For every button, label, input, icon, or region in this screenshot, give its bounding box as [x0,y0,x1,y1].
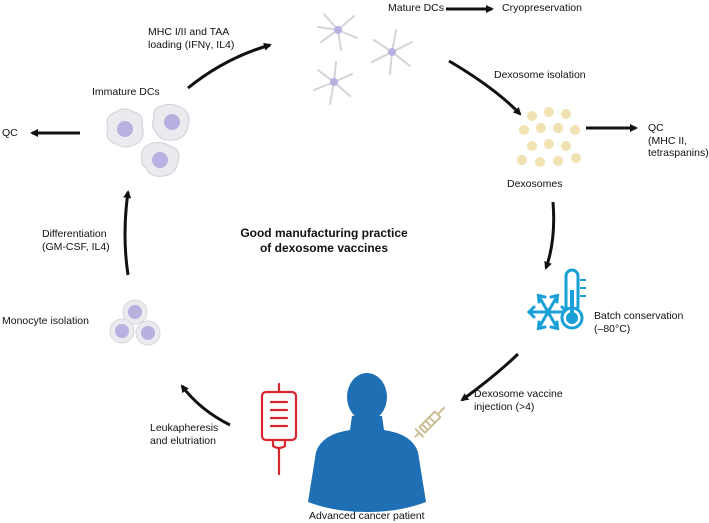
label-monocyte-isolation: Monocyte isolation [2,315,89,327]
label-leukapheresis: Leukapheresis and elutriation [150,422,218,447]
dexosome-particles-icon [517,107,581,167]
immature-dc-icon [106,103,190,177]
label-differentiation: Differentiation (GM-CSF, IL4) [42,228,110,253]
label-leuka-line1: Leukapheresis [150,422,219,434]
monocyte-icon [109,299,161,346]
label-batch-conservation: Batch conservation (–80°C) [594,310,683,335]
label-qc-right-line1: QC [648,122,664,134]
diagram-title-line2: of dexosome vaccines [259,241,389,255]
snowflake-icon [526,293,570,331]
label-differentiation-line2: (GM-CSF, IL4) [42,240,110,253]
label-qc-right: QC (MHC II, tetraspanins) [648,122,709,160]
label-mhc-loading-line2: loading (IFNγ, IL4) [148,38,235,51]
syringe-icon [414,406,446,438]
mature-dc-icon [313,13,413,105]
label-dexosome-isolation: Dexosome isolation [494,69,586,81]
diagram-title-line1: Good manufacturing practice [240,226,408,240]
label-batch-line2: (–80°C) [594,322,631,335]
label-differentiation-line1: Differentiation [42,228,107,240]
label-leuka-line2: and elutriation [150,434,216,447]
label-mhc-loading: MHC I/II and TAA loading (IFNγ, IL4) [148,26,234,51]
label-dexosomes: Dexosomes [507,178,563,190]
label-mature-dcs: Mature DCs [388,2,445,14]
cycle-arrows [30,5,638,427]
label-qc-right-line3: tetraspanins) [648,147,709,159]
label-immature-dcs: Immature DCs [92,86,160,98]
patient-silhouette-icon [308,373,426,512]
iv-bag-icon [260,382,298,476]
arrow-to-injection [460,352,520,402]
label-dexosome-injection: Dexosome vaccine injection (>4) [474,388,563,413]
label-injection-line1: Dexosome vaccine [474,388,563,400]
label-cryopreservation: Cryopreservation [502,2,582,14]
arrow-to-batch-conservation [544,201,556,270]
label-batch-line1: Batch conservation [594,310,684,322]
label-qc-right-line2: (MHC II, [648,134,688,147]
label-qc-left: QC [2,127,18,139]
arrow-to-monocytes [180,384,231,427]
diagram-title: Good manufacturing practice of dexosome … [234,226,414,256]
label-injection-line2: injection (>4) [474,400,535,413]
thermometer-icon [560,268,586,330]
arrow-to-dexosomes [448,59,522,116]
label-patient: Advanced cancer patient [309,510,425,522]
arrow-to-immature-dcs [123,190,132,276]
arrow-to-mature-dcs [187,42,272,90]
label-mhc-loading-line1: MHC I/II and TAA [148,26,230,38]
